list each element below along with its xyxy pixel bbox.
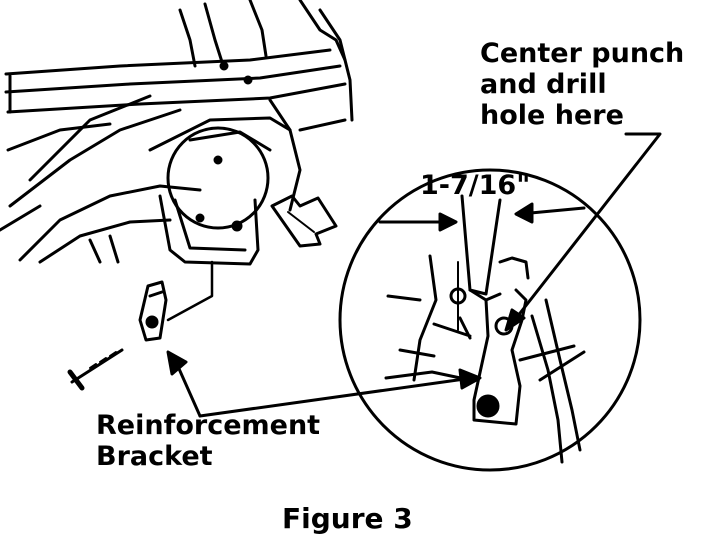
reinforcement-line-2: Bracket (96, 441, 213, 473)
center-punch-leader (506, 134, 660, 330)
center-punch-line-3: hole here (480, 100, 624, 132)
magnified-bracket (386, 196, 584, 462)
reinforcement-leaders (168, 352, 480, 416)
center-punch-line-1: Center punch (480, 38, 685, 69)
dimension-label: 1-7/16" (420, 170, 531, 201)
reinforcement-bracket-label: Reinforcement Bracket (96, 410, 320, 472)
figure-caption: Figure 3 (282, 502, 413, 535)
dimension-arrows (380, 204, 584, 230)
reinforcement-line-1: Reinforcement (96, 410, 321, 441)
magnified-detail-circle (340, 170, 640, 470)
center-punch-line-2: and drill (480, 69, 607, 101)
center-punch-label: Center punch and drill hole here (480, 38, 684, 131)
frame-rail-structure (0, 0, 352, 264)
magnify-arrow (272, 196, 336, 246)
screw-icon (70, 350, 122, 388)
detail-area-circle (168, 128, 268, 228)
reinforcement-bracket-part (140, 262, 212, 340)
